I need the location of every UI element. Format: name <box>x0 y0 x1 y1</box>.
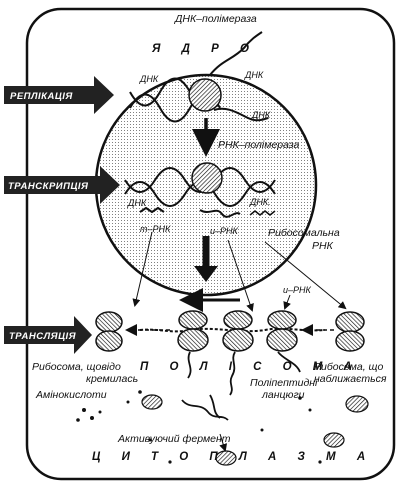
label-polysome: П О Л І С О М А <box>140 361 361 373</box>
amino-acid-particles <box>76 390 322 464</box>
label-dna-3: ДНК <box>251 110 271 120</box>
arrow-i-rna-small <box>283 294 291 310</box>
label-cytoplasm: Ц И Т О П Л А З М А <box>92 451 374 463</box>
dna-polymerase-enzyme <box>188 78 222 112</box>
ribosome-detached <box>95 311 123 352</box>
rna-polymerase-enzyme <box>191 162 223 194</box>
label-amino-acids: Амінокислоти <box>35 389 107 401</box>
ribosome-1 <box>177 310 209 352</box>
label-nucleus: Я Д Р О <box>151 43 258 55</box>
cell-membrane <box>25 7 396 481</box>
arrow-head-translation <box>194 266 218 282</box>
activating-enzymes <box>141 394 369 466</box>
i-rna-strand <box>199 209 241 218</box>
process-label-transcription: ТРАНСКРИПЦІЯ <box>8 181 89 192</box>
label-dna-5: ДНК. <box>249 197 271 207</box>
label-rna-polymerase: РНК–полімераза <box>218 139 300 151</box>
process-label-translation: ТРАНСЛЯЦІЯ <box>9 331 77 342</box>
mrna-strand <box>139 327 326 333</box>
process-arrow-translation: ТРАНСЛЯЦІЯ <box>4 316 92 354</box>
label-dna-4: ДНК <box>127 198 147 208</box>
label-dna-2: ДНК <box>244 70 264 80</box>
ribosome-approaching <box>335 311 365 352</box>
ribosome-3 <box>266 310 298 352</box>
polypeptide-chains <box>181 351 301 421</box>
ribosome-2 <box>222 310 254 352</box>
label-activating-enzyme: Активуючий фермент <box>117 433 231 445</box>
label-polypeptide-1: Поліпептидні <box>250 377 318 389</box>
label-dna-1: ДНК <box>139 74 159 84</box>
arrow-t-rna <box>132 231 153 307</box>
polysome-ribosomes <box>177 310 298 352</box>
label-ribosome-approaching-2: наближається <box>314 373 387 385</box>
t-rna-strand <box>139 206 165 214</box>
process-label-replication: РЕПЛІКАЦІЯ <box>10 91 73 102</box>
label-i-rna: и–РНК <box>210 226 239 236</box>
label-i-rna-small: и–РНК <box>283 285 312 295</box>
arrow-activating-enzyme <box>219 433 228 452</box>
process-arrow-transcription: ТРАНСКРИПЦІЯ <box>4 166 120 204</box>
label-polypeptide-2: ланцюги <box>261 389 305 401</box>
label-t-rna: т–РНК <box>140 224 171 234</box>
label-ribosomal-rna-1: Рибосомальна <box>268 227 340 239</box>
label-ribosome-detached-1: Рибосома, щовідо <box>32 361 121 373</box>
arrow-ribosomal-rna <box>264 241 347 310</box>
label-dna-polymerase: ДНК–полімераза <box>174 13 257 25</box>
label-ribosome-approaching-1: Рибосома, що <box>314 361 383 373</box>
process-arrow-replication: РЕПЛІКАЦІЯ <box>4 76 114 114</box>
label-ribosome-detached-2: кремилась <box>86 373 138 385</box>
label-ribosomal-rna-2: РНК <box>312 240 334 252</box>
ribosomal-rna-strand <box>249 210 276 216</box>
arrow-i-rna <box>227 239 254 312</box>
